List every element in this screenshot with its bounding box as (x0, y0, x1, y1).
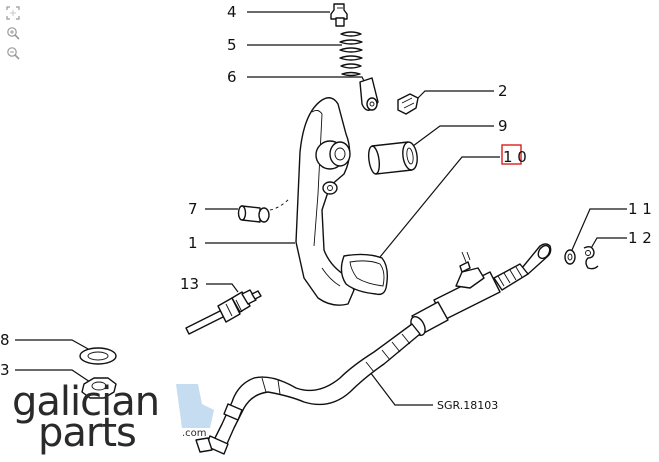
part-4-bolt[interactable] (330, 3, 348, 27)
watermark-line2: parts (38, 410, 136, 456)
callout-11[interactable]: 1 1 (628, 200, 652, 218)
clutch-master-cylinder[interactable] (408, 243, 552, 337)
part-1-pedal-arm[interactable] (269, 97, 355, 306)
callout-2[interactable]: 2 (498, 82, 508, 100)
watermark-suffix: .com (182, 428, 207, 439)
part-13-switch[interactable] (185, 289, 262, 335)
callout-8[interactable]: 8 (0, 331, 10, 349)
viewer-toolbar (4, 4, 24, 62)
part-11-washer[interactable] (564, 249, 576, 265)
part-9-bushing[interactable] (367, 141, 419, 175)
watermark-shape (176, 384, 214, 428)
watermark-logo: galician parts .com (12, 379, 214, 456)
zoom-in-button[interactable] (4, 24, 22, 42)
part-5-spring[interactable] (339, 31, 363, 77)
reference-code: SGR.18103 (437, 399, 498, 412)
part-3-nut[interactable] (81, 377, 117, 399)
callout-7[interactable]: 7 (188, 200, 198, 218)
part-8-washer[interactable] (79, 347, 117, 365)
fit-icon (6, 6, 20, 20)
part-10-pedal-pad[interactable] (340, 253, 389, 296)
clutch-hydraulic-hose[interactable] (195, 323, 421, 455)
zoom-in-icon (7, 27, 20, 40)
callout-1[interactable]: 1 (188, 234, 198, 252)
callout-3[interactable]: 3 (0, 361, 10, 379)
callout-5[interactable]: 5 (227, 36, 237, 54)
callout-4[interactable]: 4 (227, 3, 237, 21)
part-6-rod-end[interactable] (359, 77, 379, 111)
watermark-line1: galician (12, 379, 159, 425)
callout-labels: 4 5 6 2 9 1 0 7 1 1 1 1 2 13 8 3 (0, 3, 652, 379)
part-2-clip[interactable] (397, 93, 419, 115)
highlight-box (501, 144, 522, 165)
callout-6[interactable]: 6 (227, 68, 237, 86)
part-7-bump-stop[interactable] (237, 205, 270, 223)
callout-10[interactable]: 1 0 (503, 148, 527, 166)
callout-13[interactable]: 13 (180, 275, 199, 293)
zoom-out-button[interactable] (4, 44, 22, 62)
callout-12[interactable]: 1 2 (628, 229, 652, 247)
zoom-out-icon (7, 47, 20, 60)
callout-9[interactable]: 9 (498, 117, 508, 135)
part-12-clip[interactable] (583, 245, 599, 270)
fit-to-screen-button[interactable] (4, 4, 22, 22)
